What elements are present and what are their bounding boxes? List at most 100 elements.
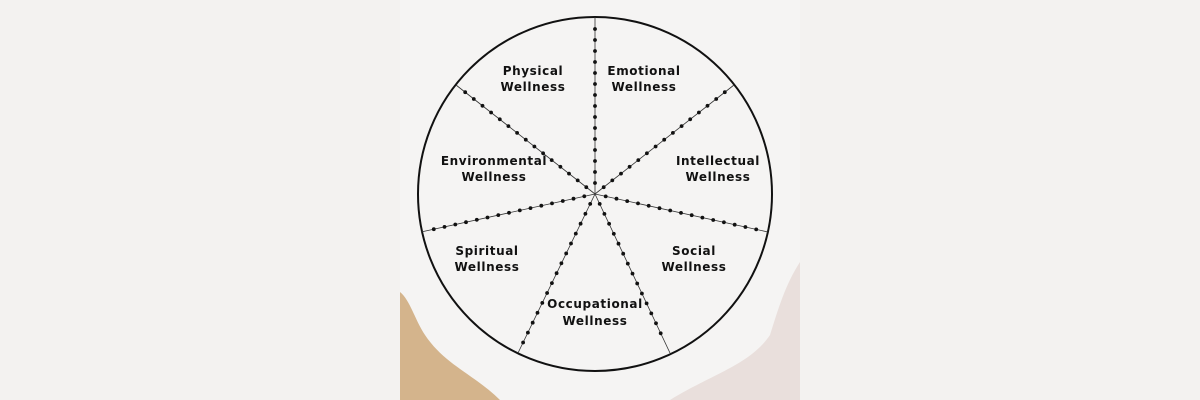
spoke-upper-left-dot [558,164,563,169]
spoke-lower-right-dot [754,227,759,232]
spoke-bottom-left-dot [588,202,593,206]
spoke-top-dot [593,170,597,174]
spoke-lower-left-dot [560,199,565,203]
spoke-top-dot [593,148,597,152]
tan-blob-shape [400,292,500,400]
spoke-bottom-left-dot [573,231,578,236]
spoke-lower-right-dot [689,213,694,218]
spoke-upper-right-dot [610,178,615,183]
spoke-bottom-right-dot [597,202,602,206]
spoke-lower-left-dot [474,217,479,222]
spoke-lower-right-dot [646,203,651,208]
spoke-top-dot [593,181,597,185]
spoke-top-dot [593,115,597,119]
spoke-bottom-left-dot [569,241,573,246]
spoke-top-dot [593,137,597,141]
spoke-bottom-left-dot [535,310,540,315]
segment-spiritual-label-line2: Wellness [455,260,520,274]
spoke-lower-right-dot [668,208,673,213]
spoke-top-dot [593,71,597,75]
spoke-bottom-right-dot [630,271,635,276]
spoke-lower-left-dot [571,196,576,201]
spoke-top-dot [593,38,597,42]
spoke-bottom-right-dot [621,251,626,256]
segment-social: Social Wellness [662,244,727,274]
spoke-lower-left-dot [485,215,490,220]
spoke-lower-right-dot [625,199,630,204]
spoke-bottom-right-dot [616,241,621,246]
spoke-upper-left-dot [584,185,589,190]
spoke-lower-left-dot [507,210,511,215]
spoke-lower-left-dot [464,220,468,225]
segment-intellectual-label-line1: Intellectual [676,154,760,168]
segment-social-label-line2: Wellness [662,260,727,274]
spoke-lower-left-dot [528,206,533,211]
spoke-bottom-left-dot [521,340,525,345]
spoke-upper-right-dot [714,97,719,101]
spoke-lower-right-dot [711,218,716,222]
spoke-upper-left-dot [489,110,493,115]
segment-physical-label-line1: Physical [503,64,564,78]
segment-occupational-label-line1: Occupational [547,297,643,311]
spoke-lower-left-dot [442,225,447,229]
spoke-lower-left-dot [517,208,522,213]
segment-social-label-line1: Social [672,244,716,258]
spoke-bottom-right-dot [658,331,663,336]
spoke-upper-right-dot [653,144,658,149]
segment-emotional: Emotional Wellness [607,64,680,94]
spoke-upper-right-dot [688,117,693,122]
spoke-bottom-left-dot [545,291,549,295]
spoke-bottom-right-dot [607,221,611,226]
segment-occupational-label-line2: Wellness [563,314,628,328]
spoke-upper-right-dot [679,124,684,128]
spoke-upper-right-dot [601,185,606,190]
spoke-upper-right-dot [645,151,649,156]
wheel-spokes [420,17,769,354]
spoke-upper-left-dot [567,171,571,176]
spoke-bottom-right-dot [635,281,640,286]
spoke-top-dot [593,159,597,163]
spoke-lower-left-dot [582,194,587,199]
spoke-bottom-left-dot [559,261,564,266]
spoke-bottom-right-dot [640,291,644,296]
spoke-bottom-right-dot [611,231,616,236]
segment-environmental: Environmental Wellness [441,154,547,184]
spoke-upper-right-dot [722,90,727,95]
spoke-bottom-left-dot [583,211,588,216]
wellness-wheel-graphic: Physical Wellness Emotional Wellness Int… [400,16,800,400]
spoke-top-dot [593,93,597,97]
spoke-top-dot [593,27,597,31]
segment-emotional-label-line1: Emotional [607,64,680,78]
spoke-upper-left-dot [463,90,468,95]
spoke-lower-right-dot [614,196,619,201]
spoke-lower-left-dot [431,227,436,232]
spoke-upper-left-dot [549,158,554,163]
spoke-lower-left-dot [550,201,554,206]
spoke-top-dot [593,60,597,64]
spoke-upper-left-dot [523,137,528,142]
blush-blob-shape [670,262,800,400]
spoke-upper-right-dot [705,103,710,108]
spoke-bottom-left-dot [540,301,545,305]
spoke-lower-right-dot [700,215,705,220]
spoke-bottom-left-dot [564,251,569,256]
spoke-upper-right-dot [671,131,675,135]
spoke-upper-left-dot [541,151,545,156]
segment-physical: Physical Wellness [501,64,566,94]
spoke-top-dot [593,104,597,108]
spoke-top-dot [593,49,597,53]
spoke-lower-left-dot [496,213,501,218]
segment-intellectual-label-line2: Wellness [686,170,751,184]
spoke-upper-left-dot [480,103,485,108]
segment-intellectual: Intellectual Wellness [676,154,760,184]
spoke-upper-right-dot [636,158,641,163]
segment-physical-label-line2: Wellness [501,80,566,94]
spoke-bottom-left-dot [554,271,559,276]
spoke-lower-right-dot [732,222,737,227]
spoke-bottom-left-dot [550,281,554,285]
spoke-lower-right-dot [603,194,608,199]
spoke-bottom-left-dot [578,221,583,226]
spoke-upper-left-dot [471,97,476,101]
spoke-top-dot [593,126,597,130]
